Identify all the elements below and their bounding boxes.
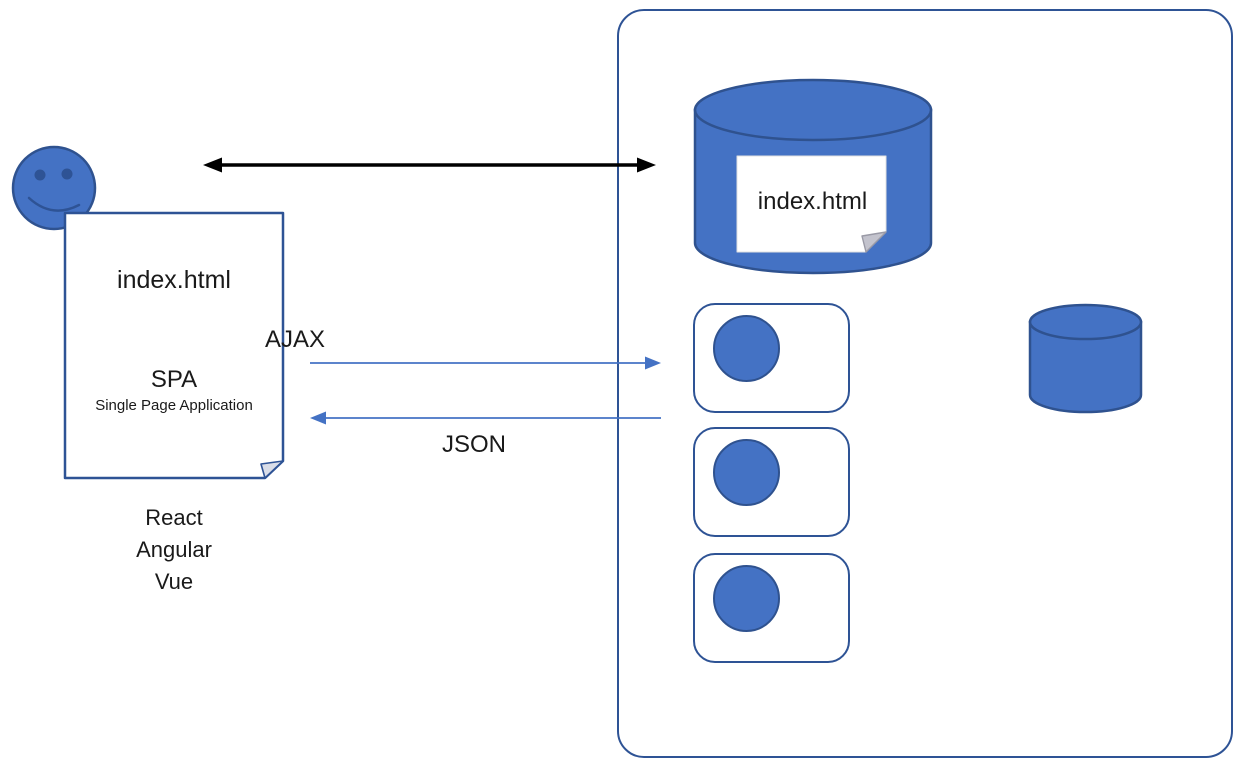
- spa-sublabel: Single Page Application: [95, 397, 253, 414]
- smiley-face-icon: [11, 145, 97, 231]
- small-database-cylinder-icon: [1028, 303, 1143, 414]
- spa-label: SPA: [150, 366, 198, 393]
- double-arrow-left-head: [203, 157, 222, 173]
- double-arrow-right-head: [637, 157, 656, 173]
- api-endpoint-card: [693, 303, 850, 413]
- client-page-title: index.html: [117, 266, 231, 294]
- smiley-mouth: [27, 196, 81, 212]
- ajax-arrow-head: [645, 356, 661, 370]
- endpoint-dot-icon: [713, 439, 780, 506]
- json-label: JSON: [441, 431, 506, 458]
- database-top: [693, 78, 933, 142]
- server-page-icon: [736, 155, 887, 253]
- framework-item-react: React: [145, 505, 203, 530]
- small-database-top: [1028, 303, 1143, 341]
- smiley-left-eye: [34, 169, 46, 181]
- framework-list: React Angular Vue: [65, 502, 283, 598]
- ajax-label: AJAX: [264, 326, 326, 353]
- endpoint-dot-icon: [713, 315, 780, 382]
- ajax-request-arrow: [310, 356, 661, 370]
- framework-item-angular: Angular: [136, 537, 212, 562]
- smiley-right-eye: [61, 168, 73, 180]
- api-endpoint-card: [693, 427, 850, 537]
- client-page-fold-corner: [260, 460, 284, 479]
- endpoint-dot-icon: [713, 565, 780, 632]
- client-page-icon: [63, 211, 285, 480]
- client-server-double-arrow: [203, 157, 656, 173]
- server-page-title: index.html: [757, 188, 868, 215]
- json-response-arrow: [310, 411, 661, 425]
- small-database-body: [1028, 320, 1143, 414]
- smiley-head: [11, 145, 97, 231]
- server-page-fold-corner: [861, 231, 887, 253]
- framework-item-vue: Vue: [154, 569, 194, 594]
- json-arrow-head: [310, 411, 326, 425]
- api-endpoint-card: [693, 553, 850, 663]
